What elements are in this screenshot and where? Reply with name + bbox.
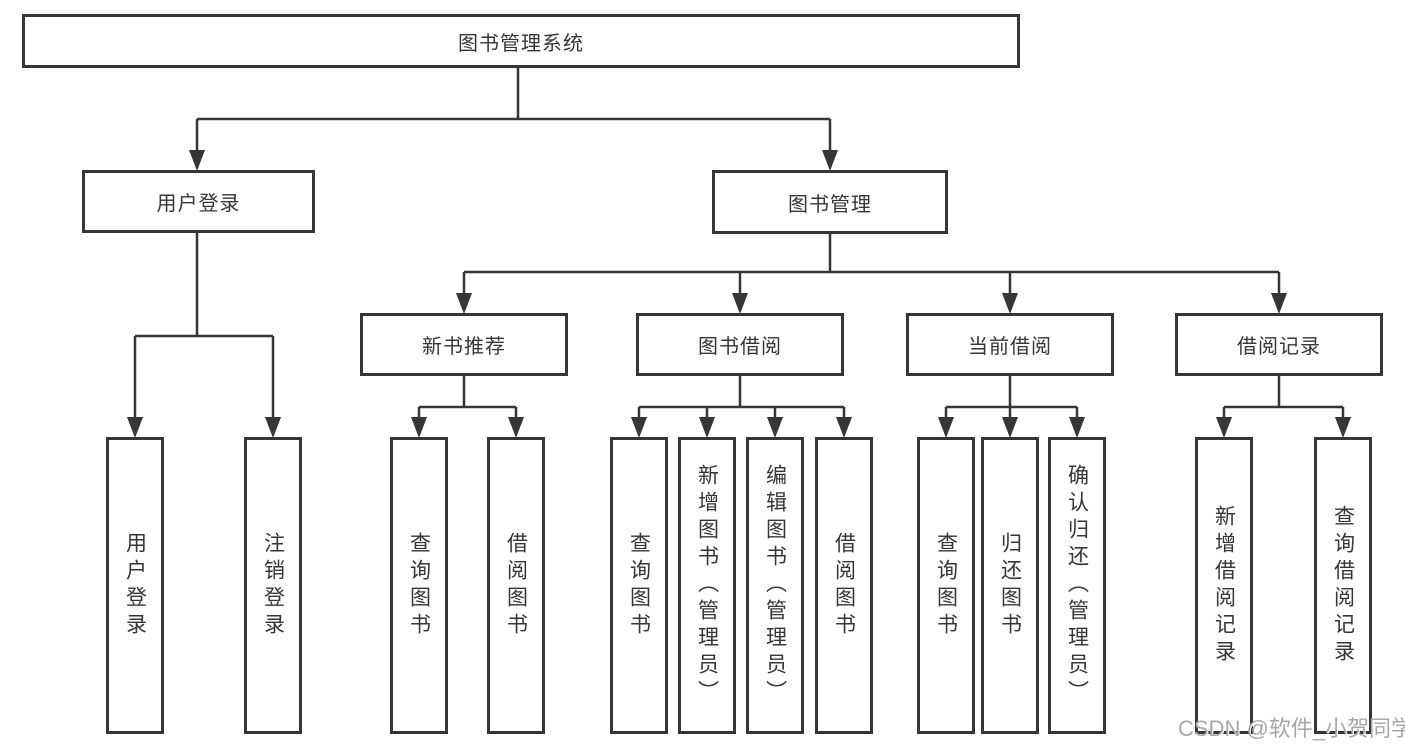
arrow-down-icon xyxy=(767,417,783,438)
node-label: 借阅记录 xyxy=(1237,336,1321,358)
node-label: 用户登录 xyxy=(156,193,241,215)
watermark: CSDN @软件_小贺同学 xyxy=(1178,716,1405,741)
leaf-add-borrow-record: 新增借阅记录 xyxy=(1195,437,1253,734)
arrow-down-icon xyxy=(699,417,715,438)
node-label: 新增借阅记录 xyxy=(1212,504,1236,667)
node-book-borrowing: 图书借阅 xyxy=(636,313,844,376)
arrow-down-icon xyxy=(456,293,472,314)
arrow-down-icon xyxy=(265,417,281,438)
connector-bookborrow-to-leaves xyxy=(637,376,846,420)
leaf-query-books-newbook: 查询图书 xyxy=(390,437,448,734)
leaf-query-books-current: 查询图书 xyxy=(917,437,975,734)
leaf-add-book-admin: 新增图书（管理员） xyxy=(678,437,736,734)
leaf-confirm-return-admin: 确认归还（管理员） xyxy=(1048,437,1106,734)
node-label: 当前借阅 xyxy=(968,336,1052,358)
node-label: 编辑图书（管理员） xyxy=(763,464,787,707)
arrow-down-icon xyxy=(189,150,205,171)
leaf-borrow-books-borrow: 借阅图书 xyxy=(815,437,873,734)
connector-currentborrow-to-leaves xyxy=(944,376,1079,420)
node-borrowing-records: 借阅记录 xyxy=(1175,313,1383,376)
node-label: 查询图书 xyxy=(934,531,958,640)
node-label: 图书管理系统 xyxy=(458,32,584,55)
arrow-down-icon xyxy=(631,417,647,438)
leaf-user-login: 用户登录 xyxy=(106,437,164,734)
arrow-down-icon xyxy=(836,417,852,438)
arrow-down-icon xyxy=(822,150,838,171)
node-label: 新书推荐 xyxy=(422,336,506,358)
arrow-down-icon xyxy=(508,417,524,438)
node-label: 借阅图书 xyxy=(504,531,528,640)
leaf-query-borrow-record: 查询借阅记录 xyxy=(1314,437,1372,734)
node-label: 归还图书 xyxy=(998,531,1022,640)
node-new-book-recommendation: 新书推荐 xyxy=(360,313,568,376)
node-label: 借阅图书 xyxy=(832,531,856,640)
arrow-down-icon xyxy=(938,417,954,438)
node-label: 新增图书（管理员） xyxy=(695,464,719,707)
leaf-edit-book-admin: 编辑图书（管理员） xyxy=(746,437,804,734)
arrow-down-icon xyxy=(1216,417,1232,438)
node-label: 确认归还（管理员） xyxy=(1065,464,1089,707)
node-current-borrowing: 当前借阅 xyxy=(906,313,1114,376)
leaf-logout: 注销登录 xyxy=(244,437,302,734)
connector-borrowrecord-to-leaves xyxy=(1222,376,1345,420)
arrow-down-icon xyxy=(1002,293,1018,314)
arrow-down-icon xyxy=(1069,417,1085,438)
connector-newbook-to-leaves xyxy=(417,376,518,420)
leaf-return-book: 归还图书 xyxy=(981,437,1039,734)
arrow-down-icons xyxy=(127,150,1351,438)
connector-userlogin-to-leaves xyxy=(133,233,275,420)
arrow-down-icon xyxy=(1271,293,1287,314)
arrow-down-icon xyxy=(1002,417,1018,438)
node-label: 用户登录 xyxy=(123,531,147,640)
node-label: 查询图书 xyxy=(407,531,431,640)
arrow-down-icon xyxy=(411,417,427,438)
node-label: 注销登录 xyxy=(261,531,285,640)
node-label: 查询借阅记录 xyxy=(1331,504,1355,667)
arrow-down-icon xyxy=(127,417,143,438)
arrow-down-icon xyxy=(732,293,748,314)
arrow-down-icon xyxy=(1335,417,1351,438)
node-label: 查询图书 xyxy=(627,531,651,640)
node-user-login: 用户登录 xyxy=(82,170,315,233)
leaf-borrow-books-newbook: 借阅图书 xyxy=(487,437,545,734)
node-label: 图书借阅 xyxy=(698,336,782,358)
node-book-management: 图书管理 xyxy=(712,170,948,234)
connector-root-to-level2 xyxy=(195,68,832,153)
connector-bookmgmt-to-level3 xyxy=(462,234,1281,296)
node-library-management-system: 图书管理系统 xyxy=(22,14,1020,68)
leaf-query-books-borrow: 查询图书 xyxy=(610,437,668,734)
node-label: 图书管理 xyxy=(788,193,872,216)
